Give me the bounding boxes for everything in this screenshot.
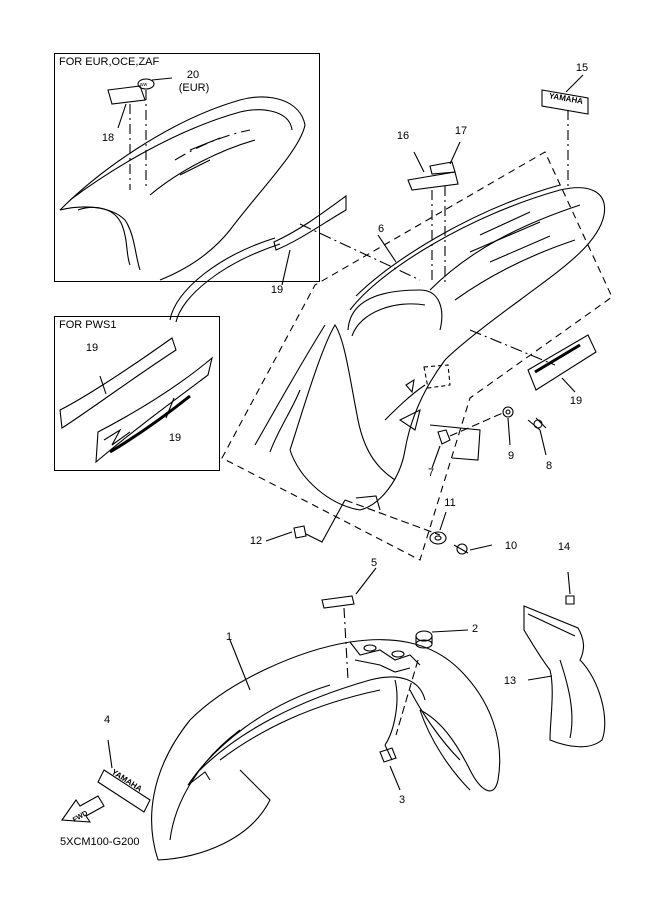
- decal-16-shape: [407, 171, 459, 191]
- callout-17: 17: [454, 125, 468, 137]
- callout-5: 5: [370, 557, 378, 569]
- callout-12: 12: [249, 535, 263, 547]
- inset-eur-title: FOR EUR,OCE,ZAF: [59, 56, 160, 68]
- callout-4: 4: [103, 714, 111, 726]
- decal-19-pws-bottom-shape: [95, 356, 213, 464]
- figure-code: 5XCM100-G200: [60, 836, 140, 848]
- callout-19-main: 19: [270, 284, 284, 296]
- part-14-screw: [565, 595, 575, 605]
- part-11-washer: [429, 531, 447, 545]
- callout-1: 1: [225, 631, 233, 643]
- decal-17-shape: [429, 161, 456, 175]
- callout-16: 16: [396, 130, 410, 142]
- callout-8: 8: [545, 460, 553, 472]
- callout-11: 11: [444, 497, 456, 509]
- svg-text:ww: ww: [140, 82, 148, 88]
- callout-15: 15: [575, 62, 589, 74]
- part-12-nut: [293, 525, 307, 539]
- decal-4-shape: [97, 769, 151, 813]
- inset-pws1-artwork: [59, 337, 213, 464]
- decal-yamaha-rear-text: YAMAHA: [548, 91, 584, 106]
- mud-flap-13: [523, 571, 606, 748]
- callout-19-pws-top: 19: [85, 342, 99, 354]
- callout-13: 13: [503, 675, 517, 687]
- part-3-bolt: [384, 744, 393, 761]
- decal-19-pws-top-shape: [59, 337, 177, 429]
- decal-20-shape: [137, 78, 155, 90]
- decal-19-main-shape: [273, 194, 347, 251]
- rear-fender: [221, 74, 613, 561]
- callout-2: 2: [471, 623, 479, 635]
- part-7-nut: [437, 429, 451, 445]
- inset-pws1-box: FOR PWS1: [54, 316, 220, 471]
- fwd-arrow: [60, 795, 105, 823]
- callout-20: 20: [186, 69, 200, 81]
- callout-9: 9: [507, 450, 515, 462]
- callout-6: 6: [377, 223, 385, 235]
- inset-pws1-title: FOR PWS1: [59, 319, 117, 331]
- callout-3: 3: [398, 794, 406, 806]
- decal-5-shape: [321, 595, 355, 609]
- decal-15-shape: [541, 89, 589, 115]
- decal-18-shape: [107, 85, 146, 105]
- callout-19-pws-bottom: 19: [168, 432, 182, 444]
- inset-eur-box: FOR EUR,OCE,ZAF: [54, 53, 320, 282]
- inset-eur-artwork: ww: [59, 77, 306, 323]
- part-9-washer: [502, 406, 514, 418]
- callout-10: 10: [504, 540, 518, 552]
- decal-19-right-shape: [527, 334, 597, 391]
- front-fender: [97, 567, 501, 861]
- callout-19-right: 19: [569, 395, 583, 407]
- decal-yamaha-front-text: YAMAHA: [110, 767, 144, 793]
- callout-14: 14: [557, 541, 571, 553]
- callout-7: 7: [427, 467, 435, 479]
- callout-20-note: (EUR): [178, 82, 210, 94]
- callout-18: 18: [101, 132, 115, 144]
